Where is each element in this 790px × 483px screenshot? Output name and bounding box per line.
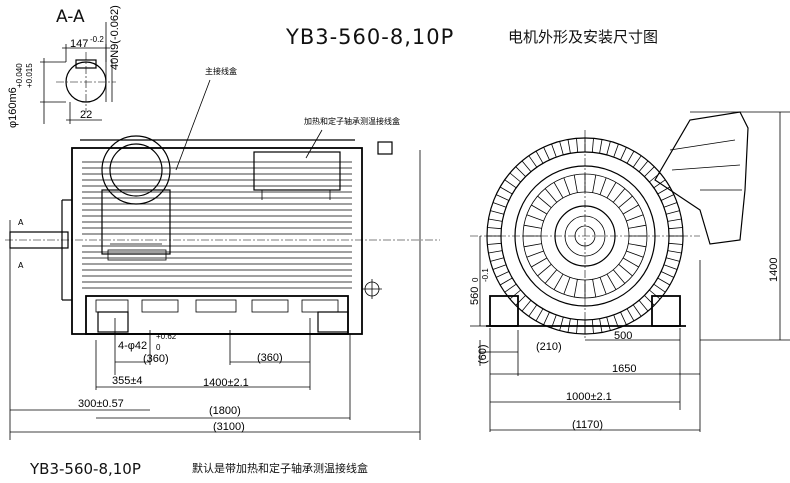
footer-model: YB3-560-8,10P bbox=[29, 460, 141, 478]
dim-500: 500 bbox=[614, 330, 632, 342]
drawing-subtitle: 电机外形及安装尺寸图 bbox=[508, 28, 658, 46]
dim-1800: (1800) bbox=[209, 405, 241, 417]
section-view bbox=[40, 22, 116, 124]
label-main-box: 主接线盒 bbox=[205, 66, 237, 76]
dim-holes-tol-lower: 0 bbox=[156, 343, 161, 352]
section-key-width-tol: -0.2 bbox=[90, 35, 104, 44]
dim-1650: 1650 bbox=[612, 363, 636, 375]
drawing-title: YB3-560-8,10P bbox=[285, 25, 454, 49]
footer-note: 默认是带加热和定子轴承测温接线盒 bbox=[192, 461, 368, 475]
section-shaft-dia: φ160m6 bbox=[7, 87, 19, 128]
section-keyway: 40N9(-0.062) bbox=[109, 5, 121, 70]
dim-center-tol-zero: 0 bbox=[471, 277, 480, 282]
section-shaft-tol-upper: +0.040 bbox=[15, 63, 24, 88]
side-view bbox=[5, 135, 440, 440]
dim-3100: (3100) bbox=[213, 421, 245, 433]
section-mark-bottom: A bbox=[18, 261, 24, 270]
section-mark-top: A bbox=[18, 218, 24, 227]
dim-360-left: (360) bbox=[143, 353, 169, 365]
dim-holes-tol-upper: +0.62 bbox=[156, 332, 177, 341]
dim-360-right: (360) bbox=[257, 352, 283, 364]
end-view bbox=[470, 111, 790, 432]
section-label: A-A bbox=[56, 7, 85, 27]
section-key-width: 147 bbox=[70, 38, 88, 50]
end-fins bbox=[487, 138, 683, 334]
dim-1170: (1170) bbox=[572, 419, 603, 431]
dim-1400: 1400±2.1 bbox=[203, 377, 249, 389]
label-heater-box: 加热和定子轴承测温接线盒 bbox=[304, 116, 400, 126]
dim-210: (210) bbox=[536, 341, 562, 353]
dim-60: (60) bbox=[477, 344, 489, 364]
dim-center-height: 560 bbox=[469, 287, 481, 305]
dim-1000: 1000±2.1 bbox=[566, 391, 612, 403]
cooling-fins bbox=[82, 161, 352, 289]
dim-height: 1400 bbox=[768, 258, 780, 282]
section-key-offset: 22 bbox=[80, 109, 92, 121]
dim-355: 355±4 bbox=[112, 375, 143, 387]
section-shaft-tol-lower: +0.015 bbox=[25, 63, 34, 88]
dim-holes: 4-φ42 bbox=[118, 340, 147, 352]
dim-300: 300±0.57 bbox=[78, 398, 124, 410]
dim-center-tol: -0.1 bbox=[481, 268, 490, 282]
